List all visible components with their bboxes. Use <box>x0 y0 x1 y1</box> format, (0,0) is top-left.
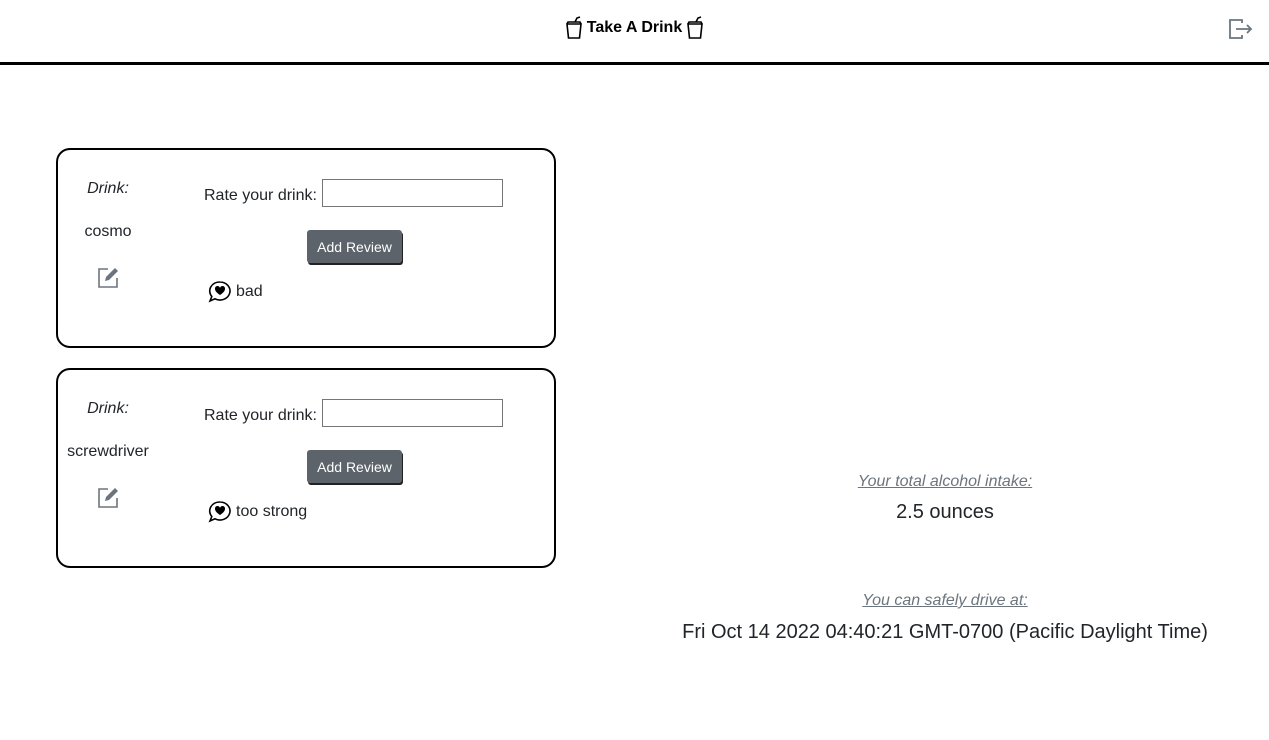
chat-heart-icon <box>208 501 231 523</box>
rate-input[interactable] <box>322 179 503 207</box>
rate-label: Rate your drink: <box>204 187 317 204</box>
drink-card: Drink: screwdriver Rate your drink: Add … <box>56 368 556 568</box>
drink-name: cosmo <box>84 223 132 240</box>
rate-label: Rate your drink: <box>204 407 317 424</box>
logout-icon[interactable] <box>1228 18 1254 40</box>
intake-label: Your total alcohol intake: <box>857 473 1033 490</box>
cup-straw-icon <box>687 16 704 39</box>
review-item: too strong <box>208 500 307 524</box>
review-item: bad <box>208 280 263 304</box>
edit-icon[interactable] <box>96 266 120 290</box>
review-text: too strong <box>236 503 308 520</box>
add-review-button[interactable]: Add Review <box>307 450 402 483</box>
review-text: bad <box>236 283 263 300</box>
drink-label: Drink: <box>87 180 129 197</box>
drive-time-label: You can safely drive at: <box>862 592 1028 609</box>
brand-link[interactable]: Take A Drink <box>0 16 1269 40</box>
drink-name: screwdriver <box>67 443 149 460</box>
navbar: Take A Drink <box>0 0 1269 65</box>
drink-label: Drink: <box>87 400 129 417</box>
edit-icon[interactable] <box>96 486 120 510</box>
rate-input[interactable] <box>322 399 503 427</box>
drink-card: Drink: cosmo Rate your drink: Add Review… <box>56 148 556 348</box>
chat-heart-icon <box>208 281 231 303</box>
intake-value: 2.5 ounces <box>896 501 994 523</box>
app-title: Take A Drink <box>586 19 683 36</box>
drive-time-value: Fri Oct 14 2022 04:40:21 GMT-0700 (Pacif… <box>682 621 1208 643</box>
cup-straw-icon <box>565 16 582 39</box>
add-review-button[interactable]: Add Review <box>307 230 402 263</box>
